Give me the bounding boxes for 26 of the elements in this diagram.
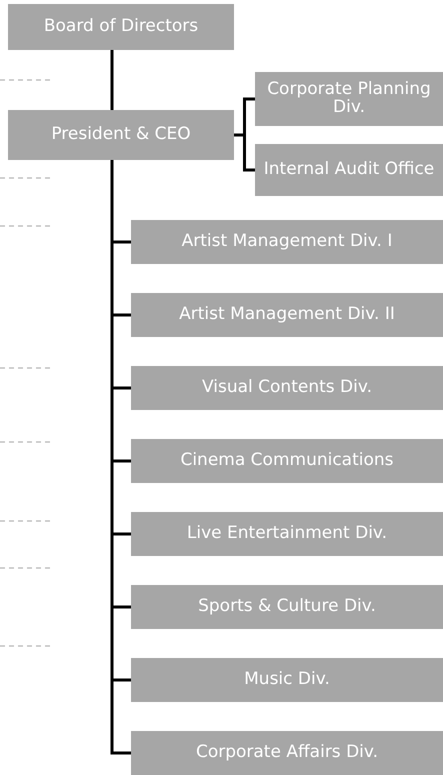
org-unit-box	[255, 144, 443, 196]
unit-name: Corporate Planning Div.	[266, 81, 432, 117]
unit-name: Artist Management Div. II	[179, 306, 395, 324]
unit-name: President & CEO	[51, 126, 191, 144]
org-unit-box	[131, 439, 443, 483]
org-unit-box	[131, 731, 443, 775]
unit-name: Board of Directors	[44, 18, 198, 36]
unit-name: Internal Audit Office	[264, 161, 434, 179]
unit-name: Cinema Communications	[180, 452, 394, 470]
org-unit-box	[8, 110, 234, 160]
org-unit-box	[131, 512, 443, 556]
unit-name: Artist Management Div. I	[182, 233, 392, 251]
org-unit-box	[131, 293, 443, 337]
unit-name: Sports & Culture Div.	[198, 598, 376, 616]
connector-line	[110, 50, 114, 110]
unit-name: Visual Contents Div.	[202, 379, 372, 397]
org-unit-box	[131, 220, 443, 264]
org-unit-box	[131, 585, 443, 629]
org-unit-box	[8, 4, 234, 50]
unit-name: Music Div.	[244, 671, 330, 689]
org-unit-box	[131, 366, 443, 410]
org-unit-box	[131, 658, 443, 702]
connector-line	[234, 134, 255, 172]
unit-name: Live Entertainment Div.	[186, 525, 388, 543]
org-unit-box	[255, 72, 443, 126]
unit-name: Corporate Affairs Div.	[196, 744, 378, 762]
